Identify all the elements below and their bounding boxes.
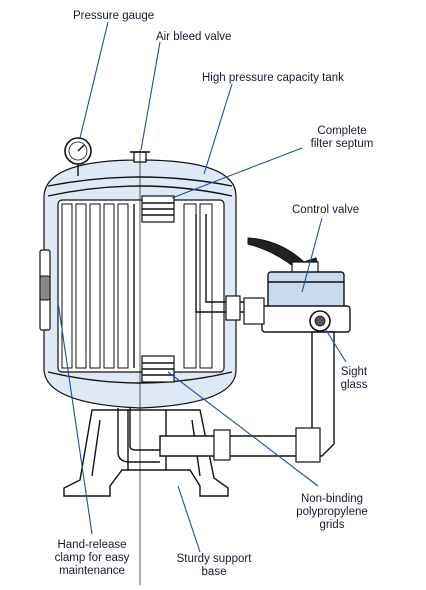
polypropylene-grids bbox=[141, 195, 175, 383]
label-control-valve: Control valve bbox=[292, 204, 359, 216]
label-sight-glass-line1: Sight bbox=[341, 366, 368, 378]
label-clamp-line1: Hand-release bbox=[57, 539, 126, 551]
label-air-bleed-valve: Air bleed valve bbox=[156, 31, 231, 43]
label-filter-septum-line2: filter septum bbox=[311, 138, 374, 150]
label-filter-septum-line1: Complete bbox=[317, 125, 366, 137]
label-grids-line2: polypropylene bbox=[296, 506, 368, 518]
label-grids-line3: grids bbox=[320, 519, 345, 531]
control-valve bbox=[243, 237, 351, 333]
support-base bbox=[63, 409, 229, 497]
labels: Pressure gauge Air bleed valve High pres… bbox=[55, 10, 374, 578]
label-support-base-line2: base bbox=[202, 566, 227, 578]
pressure-gauge bbox=[64, 137, 92, 176]
internal-pipe bbox=[195, 214, 244, 321]
label-grids-line1: Non-binding bbox=[301, 493, 363, 505]
leader-lines bbox=[57, 21, 347, 553]
label-clamp-line2: clamp for easy bbox=[55, 552, 130, 564]
sight-glass bbox=[309, 310, 331, 332]
label-support-base-line1: Sturdy support bbox=[177, 553, 253, 565]
label-clamp-line3: maintenance bbox=[59, 565, 125, 577]
label-pressure-gauge: Pressure gauge bbox=[73, 10, 154, 22]
label-high-pressure-tank: High pressure capacity tank bbox=[202, 72, 344, 84]
outlet-pipe bbox=[117, 331, 335, 463]
label-sight-glass-line2: glass bbox=[341, 379, 368, 391]
